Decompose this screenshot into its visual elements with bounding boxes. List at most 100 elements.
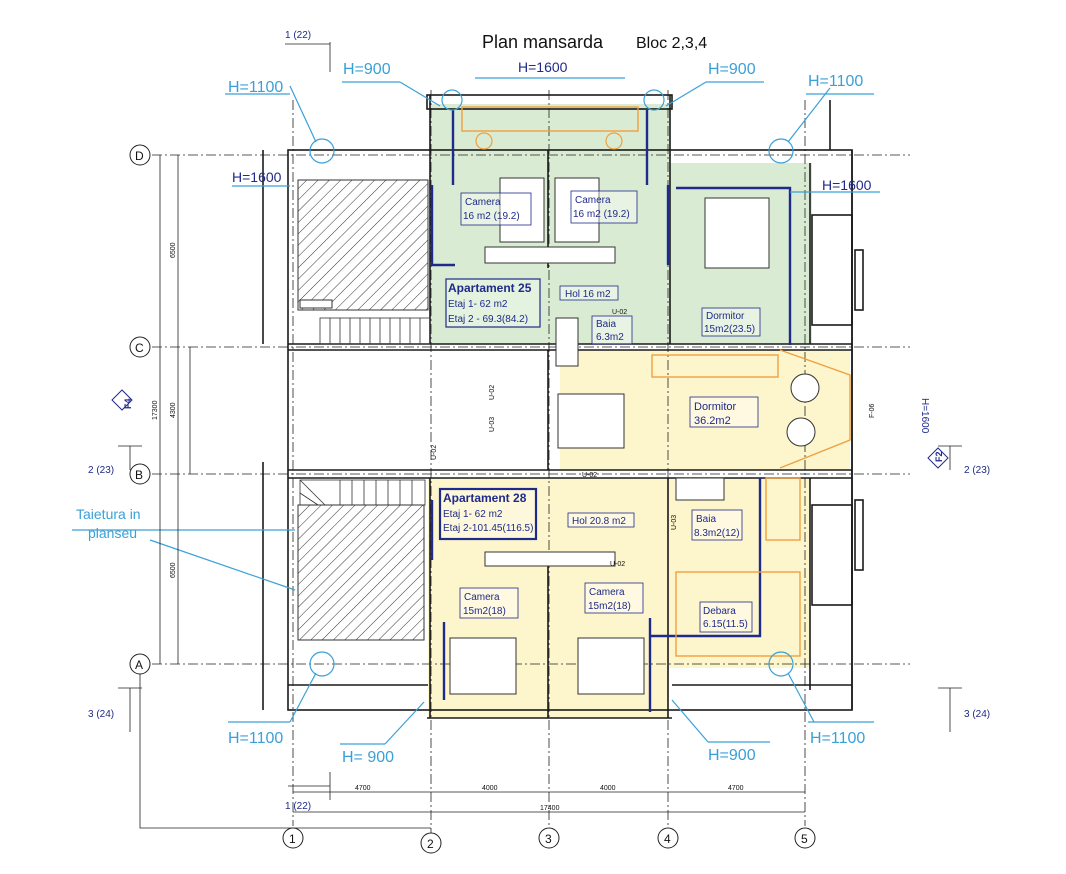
room-camera-se-name: Camera: [589, 587, 625, 598]
plan-title: Plan mansarda: [482, 32, 604, 52]
dim-total: 17400: [540, 805, 560, 812]
height-label-top-1600: H=1600: [518, 59, 568, 75]
dim-4700-right: 4700: [728, 785, 744, 792]
axis-5-bubble: [794, 827, 816, 849]
height-label-se-1100: H=1100: [810, 730, 865, 747]
section-1-bottom: 1 (22): [285, 801, 311, 812]
height-label-right-1600: H=1600: [822, 177, 872, 193]
room-hol-bottom-name: Hol 20.8 m2: [572, 516, 626, 527]
apartment-28-floor2: Etaj 2-101.45(116.5): [443, 523, 533, 534]
section-2-left: 2 (23): [88, 465, 114, 476]
facade-markers: F4 F2: [111, 389, 949, 469]
height-label-se-900: H=900: [708, 747, 756, 764]
axis-b-label: B: [135, 468, 143, 482]
hatch-top-left: [297, 179, 429, 311]
room-baia-bottom-area: 8.3m2(12): [694, 528, 740, 539]
axis-c-label: C: [135, 341, 144, 355]
hatch-bottom-left: [297, 504, 425, 641]
axis-a-label: A: [135, 658, 143, 672]
room-camera-ne-area: 16 m2 (19.2): [573, 209, 630, 220]
room-baia-top-name: Baia: [596, 319, 616, 330]
bed-bottom-left: [449, 637, 517, 695]
apartment-28-floor1: Etaj 1- 62 m2: [443, 509, 503, 520]
apartment-28-name: Apartament 28: [443, 491, 527, 505]
axis-4-bubble: [657, 827, 679, 849]
dim-4700-left: 4700: [355, 785, 371, 792]
height-label-sw-900: H= 900: [342, 749, 394, 766]
note-line-1: Taietura in: [76, 506, 141, 522]
height-label-rotated-1600: H=1600: [919, 398, 930, 434]
apartment-25-name: Apartament 25: [448, 281, 532, 295]
dim-4000-right: 4000: [600, 785, 616, 792]
door-tag: U-03: [671, 515, 678, 530]
door-tag: U-02: [612, 309, 627, 316]
navy-partitions: [430, 110, 792, 712]
dim-17300: 17300: [152, 400, 159, 420]
apartment-25-floor2: Etaj 2 - 69.3(84.2): [448, 314, 528, 325]
room-dormitor-top-area: 15m2(23.5): [704, 324, 755, 335]
section-3-left: 3 (24): [88, 709, 114, 720]
height-label-nw-900: H=900: [343, 61, 391, 78]
room-baia-top-area: 6.3m2: [596, 332, 624, 343]
section-2-right: 2 (23): [964, 465, 990, 476]
armchair-2: [786, 417, 816, 447]
axis-c-bubble: [129, 336, 151, 358]
room-camera-ne-name: Camera: [575, 195, 611, 206]
room-hol-top-name: Hol 16 m2: [565, 289, 611, 300]
axis-2-bubble: [420, 832, 442, 854]
hatched-areas: [297, 179, 429, 641]
note-line-2: planseu: [88, 525, 137, 541]
radiator-top: [484, 246, 616, 264]
axis-3-label: 3: [545, 832, 552, 846]
bed-dormitor-mid: [557, 393, 625, 449]
stairs: [299, 317, 431, 506]
plan-subtitle: Bloc 2,3,4: [636, 35, 707, 52]
dim-6500-top: 6500: [170, 242, 177, 258]
room-debara-name: Debara: [703, 606, 736, 617]
radiator-bottom: [484, 551, 616, 567]
height-label-ne-900: H=900: [708, 61, 756, 78]
bed-bottom-right: [577, 637, 645, 695]
room-dormitor-mid-area: 36.2m2: [694, 415, 731, 427]
room-baia-bottom-name: Baia: [696, 514, 716, 525]
apartment-25-floor1: Etaj 1- 62 m2: [448, 299, 508, 310]
axis-d-bubble: [129, 144, 151, 166]
height-label-left-1600: H=1600: [232, 169, 282, 185]
green-zone-top: [430, 104, 670, 344]
facade-f4-label: F4: [123, 398, 133, 409]
bathtub-top: [555, 317, 579, 367]
dim-4300: 4300: [170, 402, 177, 418]
room-camera-nw-name: Camera: [465, 197, 501, 208]
section-1-top: 1 (22): [285, 30, 311, 41]
room-camera-se-area: 15m2(18): [588, 601, 631, 612]
axis-1-label: 1: [289, 832, 296, 846]
facade-f2-label: F2: [934, 451, 944, 462]
room-dormitor-mid-name: Dormitor: [694, 401, 737, 413]
dim-4000-left: 4000: [482, 785, 498, 792]
section-3-right: 3 (24): [964, 709, 990, 720]
door-tag: U-03: [489, 417, 496, 432]
door-tag: F-06: [869, 404, 876, 419]
axis-2-label: 2: [427, 837, 434, 851]
height-label-nw-1100: H=1100: [228, 79, 283, 96]
door-tag: U-02: [582, 472, 597, 479]
room-debara-area: 6.15(11.5): [703, 619, 748, 630]
bed-top-right: [554, 177, 600, 243]
room-dormitor-top-name: Dormitor: [706, 311, 745, 322]
door-tag: U-02: [431, 445, 438, 460]
room-labels: [459, 190, 761, 633]
door-tag: U-02: [489, 385, 496, 400]
bathtub-bottom: [675, 477, 725, 501]
bed-top-left: [499, 177, 545, 243]
furniture: [449, 106, 851, 695]
yellow-zone-baia: [668, 478, 810, 668]
axis-5-label: 5: [801, 832, 808, 846]
axis-4-label: 4: [664, 832, 671, 846]
room-camera-sw-name: Camera: [464, 592, 500, 603]
height-label-sw-1100: H=1100: [228, 730, 283, 747]
height-callouts: [72, 77, 880, 745]
dim-6500-bottom: 6500: [170, 562, 177, 578]
height-label-ne-1100: H=1100: [808, 73, 863, 90]
armchair-1: [790, 373, 820, 403]
